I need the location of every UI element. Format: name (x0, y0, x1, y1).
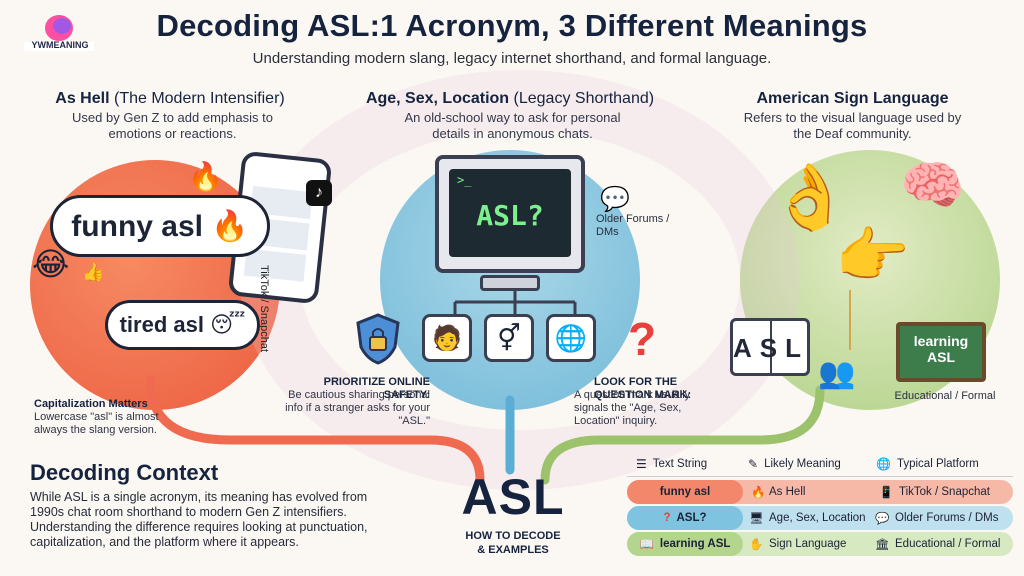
column-slang-title: As Hell (The Modern Intensifier) (20, 90, 320, 108)
row-text-cell: funny asl (627, 480, 743, 504)
network-lines (453, 290, 577, 318)
question-tip-title: LOOK FOR THE QUESTION MARK: (594, 376, 692, 401)
table-header-platform: 🌐 Typical Platform (876, 457, 979, 471)
page-subtitle: Understanding modern slang, legacy inter… (252, 50, 772, 67)
row-text-value: ASL? (676, 512, 707, 524)
gender-icon: ⚥ (484, 314, 534, 362)
globe-icon: 🌐 (546, 314, 596, 362)
logo-text: YWMEANING (31, 40, 89, 50)
book-small-icon: 📖 (639, 539, 654, 551)
slang-bubble-funny: funny asl 🔥 (50, 195, 270, 257)
center-sub2: & EXAMPLES (477, 544, 549, 556)
table-header-meaning-label: Likely Meaning (764, 458, 841, 470)
question-mark-icon: ? (628, 313, 657, 365)
column-slang-title-main: As Hell (55, 90, 110, 107)
person-icon: 🧑 (422, 314, 472, 362)
row-meaning-cell: Age, Sex, Location (769, 512, 866, 524)
chalkboard: learning ASL (896, 322, 986, 382)
retro-monitor: >_ ASL? (435, 155, 585, 273)
fire-small-icon: 🔥 (751, 487, 766, 499)
center-asl-text: ASL (461, 469, 565, 525)
column-slang-title-light: (The Modern Intensifier) (113, 90, 285, 107)
column-slang-desc: Used by Gen Z to add emphasis to emotion… (72, 110, 273, 141)
question-small-icon: ? (663, 512, 671, 524)
row-text-cell: 📖 learning ASL (627, 532, 743, 556)
column-legacy-desc: An old-school way to ask for personal de… (404, 110, 621, 141)
shield-lock-icon (355, 313, 401, 365)
column-sign-desc: Refers to the visual language used by th… (743, 110, 962, 141)
monitor-asl-text: ASL? (476, 199, 544, 232)
safety-tip-text: Be cautious sharing personal info if a s… (285, 389, 430, 427)
chalkboard-text: learning ASL (913, 333, 969, 365)
table-header-divider (627, 476, 1013, 477)
page-title: Decoding ASL:1 Acronym, 3 Different Mean… (156, 8, 868, 43)
capitalization-tip-title: Capitalization Matters (34, 398, 148, 410)
school-small-icon: 🏛 (875, 539, 890, 551)
safety-tip-title: PRIORITIZE ONLINE SAFETY: (323, 376, 430, 401)
monitor-prompt: >_ (457, 173, 472, 187)
center-sub1: HOW TO DECODE (465, 530, 561, 542)
tiktok-icon: ♪ (306, 180, 332, 206)
chat-bubbles-icon: 💬 (600, 186, 630, 213)
row-text-cell: ? ASL? (627, 506, 743, 530)
thumbs-up-icon: 👍 (82, 262, 105, 282)
globe-small-icon: 🌐 (876, 457, 891, 471)
row-text-value: learning ASL (659, 538, 731, 550)
column-legacy-title: Age, Sex, Location (Legacy Shorthand) (340, 90, 680, 108)
edit-icon: ✎ (748, 457, 759, 471)
table-row: 📖 learning ASL ✋ Sign Language 🏛 Educati… (627, 532, 1013, 556)
column-sign-title: American Sign Language (720, 90, 985, 108)
hand-small-icon: ✋ (749, 539, 764, 551)
book-asl-text: ASL (733, 333, 809, 363)
sign-platform-label: Educational / Formal (894, 390, 996, 402)
table-header-platform-label: Typical Platform (896, 458, 979, 470)
brand-logo[interactable]: YWMEANING (14, 10, 104, 56)
question-tip-text: A question mark usually signals the "Age… (574, 389, 691, 427)
table-header-text: ☰ Text String (636, 457, 707, 471)
context-text: While ASL is a single acronym, its meani… (30, 490, 368, 549)
laughing-emoji-icon: 😂 (32, 246, 70, 282)
book-spine (770, 321, 772, 373)
fire-icon: 🔥 (188, 161, 223, 192)
column-legacy-title-light: (Legacy Shorthand) (513, 90, 655, 107)
row-platform-cell: TikTok / Snapchat (899, 486, 990, 498)
column-legacy-title-main: Age, Sex, Location (365, 90, 510, 107)
logo-mark (24, 15, 94, 51)
legacy-forums-label: Older Forums / DMs (596, 213, 670, 238)
text-string-icon: ☰ (636, 457, 647, 471)
table-row: ? ASL? 🖥 Age, Sex, Location 💬 Older Foru… (627, 506, 1013, 530)
open-book: ASL (730, 318, 810, 376)
table-row: funny asl 🔥 As Hell 📱 TikTok / Snapchat (627, 480, 1013, 504)
capitalization-tip-text: Lowercase "asl" is almost always the sla… (34, 411, 159, 436)
center-asl-badge: ASL HOW TO DECODE & EXAMPLES (448, 468, 578, 576)
monitor-small-icon: 🖥 (749, 513, 764, 525)
context-title: Decoding Context (30, 460, 219, 485)
phone-small-icon: 📱 (879, 487, 894, 499)
hands-signing-icon: 👌 (770, 161, 850, 233)
row-meaning-cell: As Hell (769, 486, 806, 498)
brain-icon: 🧠 (900, 157, 965, 215)
column-sign-title-main: American Sign Language (756, 90, 949, 107)
pointing-hand-icon: 👉 (835, 222, 910, 289)
table-header-meaning: ✎ Likely Meaning (748, 457, 841, 471)
row-platform-cell: Educational / Formal (895, 538, 1001, 550)
row-platform-cell: Older Forums / DMs (895, 512, 999, 524)
row-meaning-cell: Sign Language (769, 538, 847, 550)
group-people-icon: 👥 (818, 357, 856, 390)
monitor-stand (480, 275, 540, 291)
chat-small-icon: 💬 (875, 513, 890, 525)
monitor-screen: >_ ASL? (449, 169, 571, 257)
table-header-text-label: Text String (652, 458, 708, 470)
slang-bubble-tired: tired asl 😴 (105, 300, 260, 350)
slang-platform-label: TikTok / Snapchat (258, 265, 270, 353)
